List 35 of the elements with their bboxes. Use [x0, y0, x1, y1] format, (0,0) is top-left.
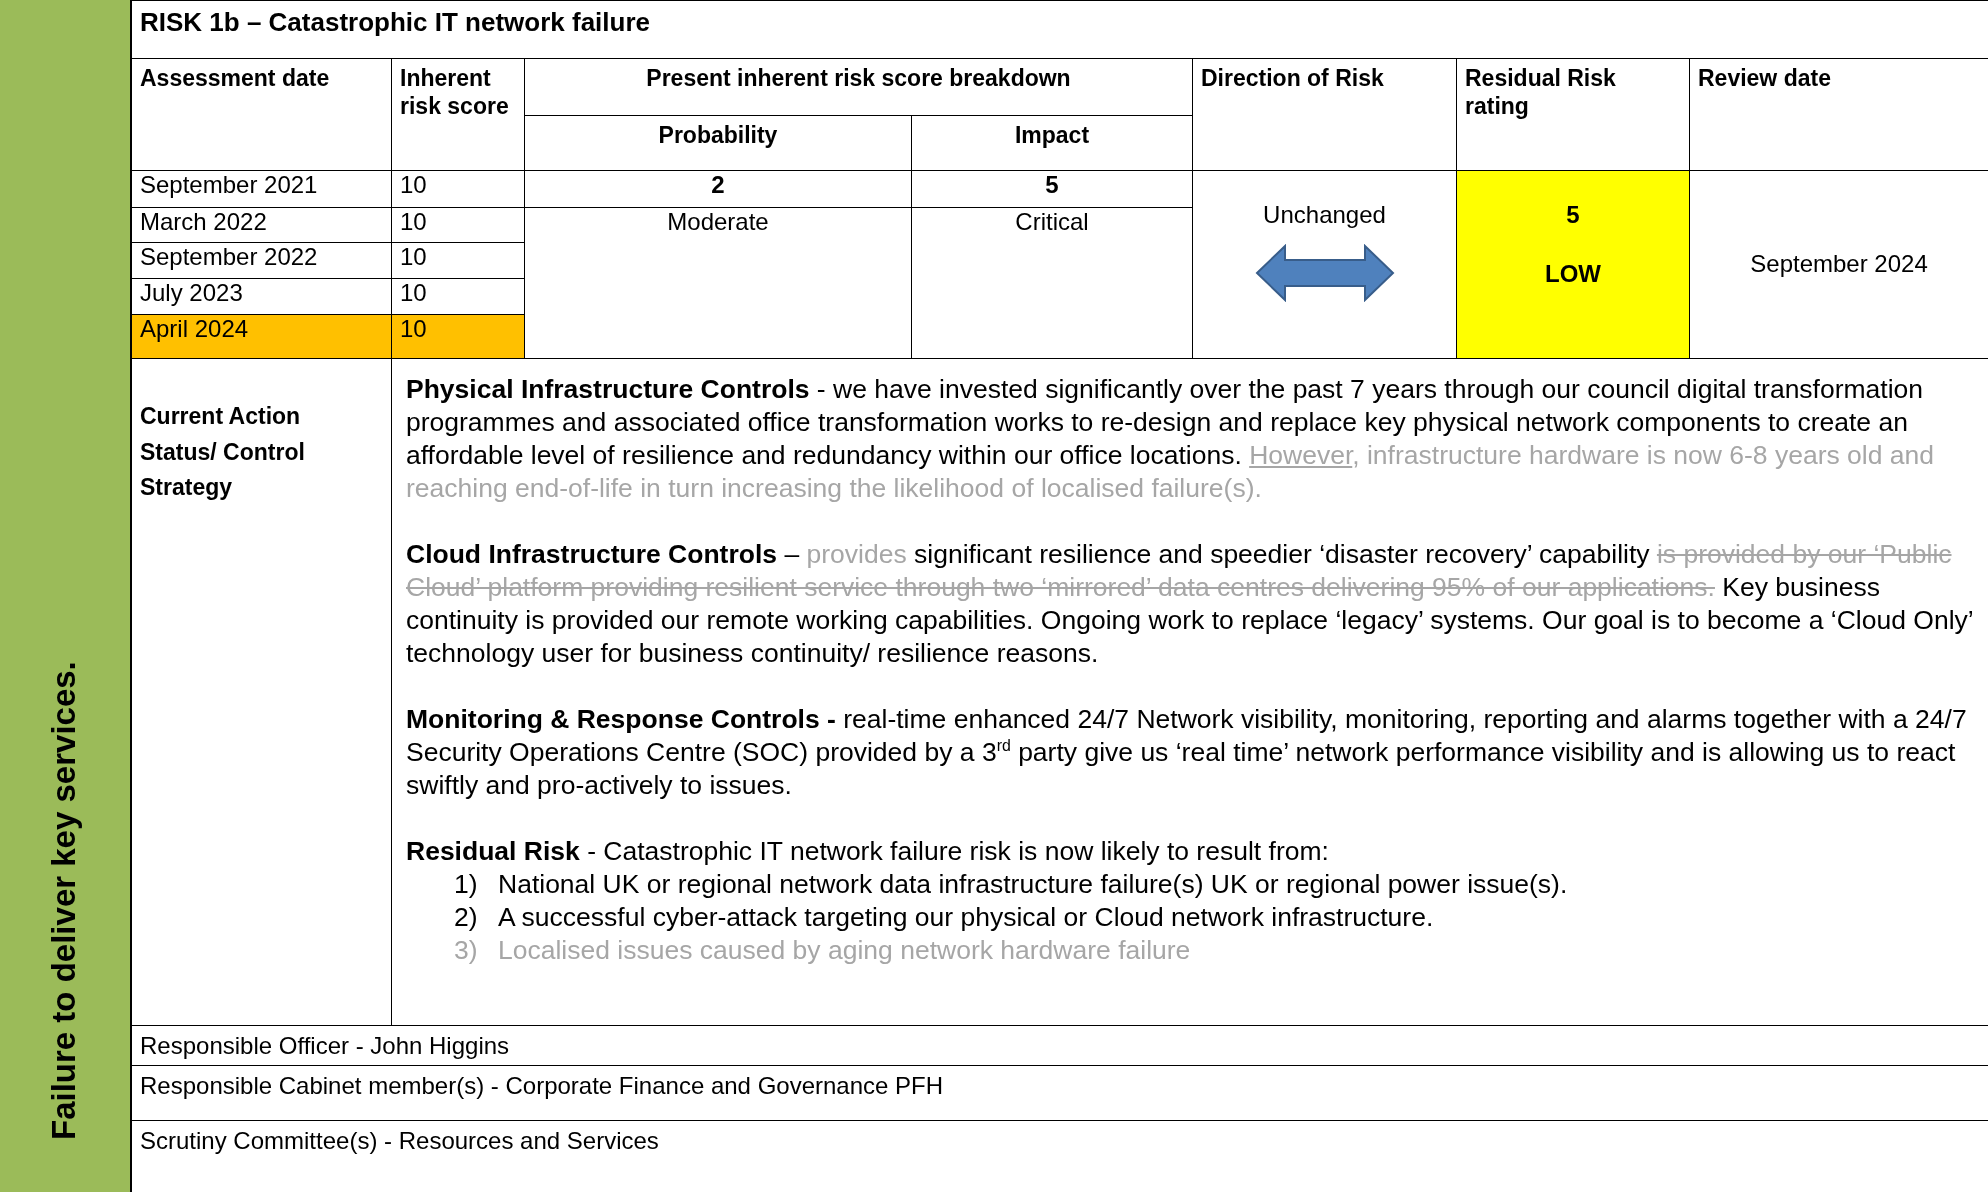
risk-score: 10 — [391, 207, 525, 243]
assessment-date: September 2022 — [131, 242, 392, 279]
list-item: National UK or regional network data infrastructure failure(s) UK or regional power issue(s). — [498, 868, 1568, 901]
strategy-paragraph: Monitoring & Response Controls - real-time enhanced 24/7 Network visibility, monitoring, reporting and alarms together with a 24/7 Security Operations Centre (SOC) provided by a 3$^{rd}$ party give us ‘real time’ network performance visibility and is allowing us to react swiftly and pro-actively to issues. — [406, 703, 1968, 802]
assessment-date: July 2023 — [131, 278, 392, 315]
probability-level: Moderate — [524, 207, 912, 359]
risk-score: 10 — [391, 170, 525, 208]
column-header: Present inherent risk score breakdown — [524, 58, 1193, 116]
list-item: Localised issues caused by aging network hardware failure — [498, 934, 1191, 967]
probability-score: 2 — [524, 170, 912, 208]
row-header: Current Action Status/ Control Strategy — [131, 358, 392, 1026]
rating-level: LOW — [1544, 259, 1602, 289]
rating-score: 5 — [1565, 201, 1581, 230]
assessment-date: March 2022 — [131, 207, 392, 243]
risk-score: 10 — [391, 314, 525, 359]
strategy-paragraph: Physical Infrastructure Controls - we have invested significantly over the past 7 years through our council digital transformation programmes and associated office transformation works to re-design and replace key physical network components to create an affordable level of resilience and redundancy within our office locations. However, infrastructure hardware is now 6-8 years old and reaching end-of-life in turn increasing the likelihood of localised failure(s). — [406, 373, 1936, 505]
column-header: Direction of Risk — [1192, 58, 1457, 171]
side-heading: Failure to deliver key services. — [45, 661, 83, 1140]
impact-score: 5 — [911, 170, 1193, 208]
table-title: RISK 1b – Catastrophic IT network failure — [131, 0, 1988, 59]
assessment-date: April 2024 — [131, 314, 392, 359]
responsibility-text: Responsible Cabinet member(s) - Corporate Finance and Governance PFH — [131, 1065, 1988, 1121]
direction-text: Unchanged — [1262, 201, 1387, 230]
list-number: 3) — [454, 934, 479, 967]
column-header: Residual Risk rating — [1456, 58, 1690, 171]
list-item: A successful cyber-attack targeting our physical or Cloud network infrastructure. — [498, 901, 1434, 934]
strategy-paragraph: Residual Risk - Catastrophic IT network failure risk is now likely to result from: — [406, 835, 1330, 868]
assessment-date: September 2021 — [131, 170, 392, 208]
column-header: Probability — [524, 115, 912, 171]
list-number: 2) — [454, 901, 479, 934]
list-number: 1) — [454, 868, 479, 901]
responsibility-text: Responsible Officer - John Higgins — [131, 1025, 1988, 1066]
column-header: Inherent risk score — [391, 58, 525, 171]
strategy-paragraph: Cloud Infrastructure Controls – provides significant resilience and speedier ‘disaster recovery’ capability is provided by our ‘Public Cloud’ platform providing resilient service through two ‘mirrored’ data centres delivering 95% of our applications. Key business continuity is provided our remote working capabilities. Ongoing work to replace ‘legacy’ systems. Our goal is to become a ‘Cloud Only’ technology user for business continuity/ resilience reasons. — [406, 538, 1974, 670]
column-header: Assessment date — [131, 58, 392, 171]
